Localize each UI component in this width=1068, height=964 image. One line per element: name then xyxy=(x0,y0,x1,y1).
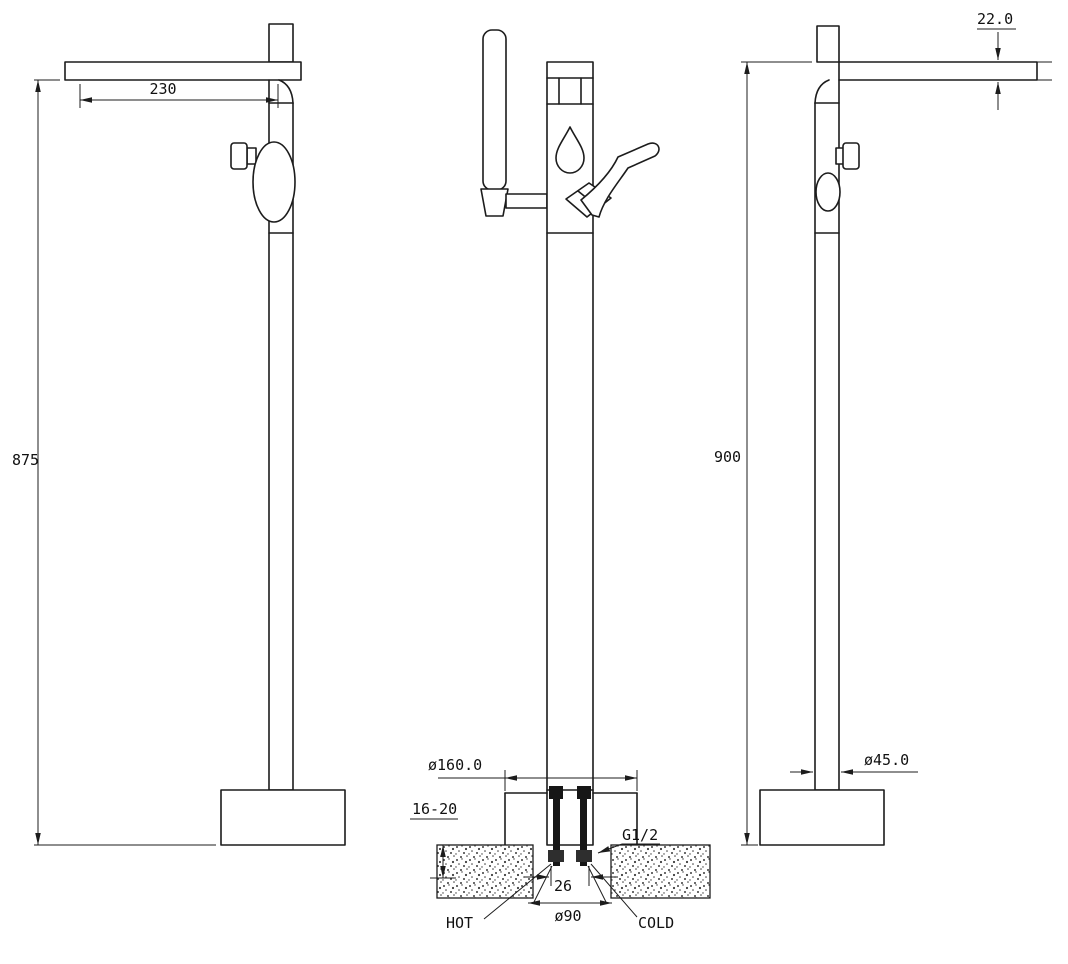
hot-label: HOT xyxy=(446,914,473,932)
right-spout xyxy=(838,61,1038,81)
dim-90-ext-left xyxy=(533,865,553,903)
pipe-fitting-right xyxy=(577,786,591,799)
cold-leader xyxy=(590,863,638,918)
pipe-right xyxy=(580,799,587,866)
dim-spout-thickness: 22.0 xyxy=(977,10,1052,110)
dim-160-label: ø160.0 xyxy=(428,756,482,774)
dim-floor-thickness: 16-20 xyxy=(410,800,458,879)
cold-label: COLD xyxy=(638,914,674,932)
pipe-nut-left xyxy=(548,850,564,862)
dim-g12-leader xyxy=(597,843,623,854)
dim-right-height: 900 xyxy=(714,61,812,846)
dim-45-label: ø45.0 xyxy=(864,751,909,769)
dim-26-label: 26 xyxy=(554,877,572,895)
hand-shower-arm xyxy=(505,193,548,209)
dim-900-label: 900 xyxy=(714,448,741,466)
left-mixer-oval xyxy=(252,141,296,223)
dim-spout-reach: 230 xyxy=(79,80,279,108)
front-column xyxy=(546,61,594,846)
lever-handle xyxy=(580,142,660,218)
right-base xyxy=(759,789,885,846)
dim-230-label: 230 xyxy=(149,80,176,98)
floor-slab-left xyxy=(436,844,534,899)
dim-90-ext-right xyxy=(587,865,607,903)
dim-column-diameter: ø45.0 xyxy=(790,751,918,775)
hand-shower-wand xyxy=(482,29,507,191)
dim-inlet-circle: ø90 xyxy=(528,865,612,925)
floor-slab-right xyxy=(610,844,711,899)
right-head-cap xyxy=(815,172,841,212)
dim-left-height: 875 xyxy=(12,79,216,846)
dim-875-label: 875 xyxy=(12,451,39,469)
left-handle-neck xyxy=(246,147,257,165)
dim-22-label: 22.0 xyxy=(977,10,1013,28)
left-spout-underside-curve xyxy=(278,79,294,104)
right-top-stub xyxy=(816,25,840,63)
dim-16-20-label: 16-20 xyxy=(412,800,457,818)
right-spout-underside-curve xyxy=(814,79,830,104)
front-view: ø160.0 16-20 G1/2 26 ø90 xyxy=(410,29,711,932)
left-side-view: 230 875 xyxy=(12,23,346,846)
pipe-fitting-left xyxy=(549,786,563,799)
callout-thread: G1/2 xyxy=(597,826,660,854)
hot-cold-labels: HOT COLD xyxy=(446,863,674,932)
pipe-nut-right xyxy=(576,850,592,862)
left-base xyxy=(220,789,346,846)
left-spout xyxy=(64,61,302,81)
dim-g12-label: G1/2 xyxy=(622,826,658,844)
hand-shower-head xyxy=(480,188,509,217)
dim-90-label: ø90 xyxy=(554,907,581,925)
dim-base-diameter: ø160.0 xyxy=(428,756,638,791)
pipe-left xyxy=(553,799,560,866)
hot-leader xyxy=(483,863,552,920)
water-drop-icon xyxy=(555,126,585,174)
left-top-stub xyxy=(268,23,294,63)
left-handle-knob xyxy=(230,142,248,170)
right-handle-knob xyxy=(842,142,860,170)
dim-inlet-spacing: 26 xyxy=(524,866,618,895)
right-side-view: 22.0 900 ø45.0 xyxy=(714,10,1052,846)
